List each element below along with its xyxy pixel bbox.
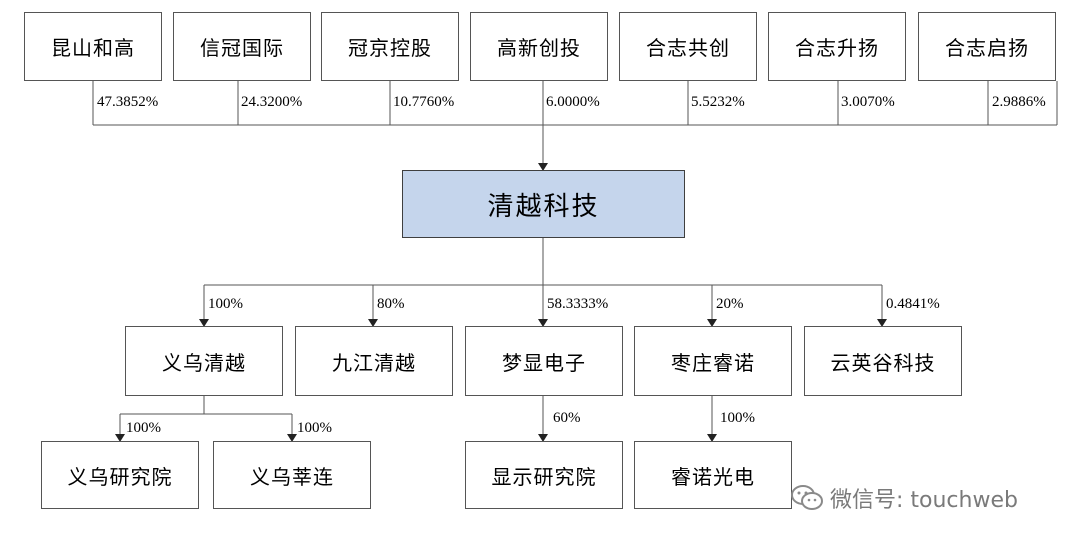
grandchild-percent: 100% bbox=[126, 420, 161, 436]
shareholder-box-hezhi-qiyang: 合志启扬 bbox=[918, 12, 1056, 81]
grandchild-box-ruinuo-optoelectronics: 睿诺光电 bbox=[634, 441, 792, 509]
grandchild-box-yiwu-shenlian: 义乌莘连 bbox=[213, 441, 371, 509]
shareholder-percent: 5.5232% bbox=[691, 94, 745, 110]
grandchild-percent: 60% bbox=[553, 410, 581, 426]
shareholder-percent: 3.0070% bbox=[841, 94, 895, 110]
watermark-text: 微信号: touchweb bbox=[830, 488, 1018, 513]
shareholder-box-hezhi-gongchuang: 合志共创 bbox=[619, 12, 757, 81]
subsidiary-percent: 100% bbox=[208, 296, 243, 312]
subsidiary-box-yiwu-qingyue: 义乌清越 bbox=[125, 326, 283, 396]
subsidiary-box-zaozhuang-ruinuo: 枣庄睿诺 bbox=[634, 326, 792, 396]
grandchild-percent: 100% bbox=[297, 420, 332, 436]
subsidiary-percent: 58.3333% bbox=[547, 296, 609, 312]
subsidiary-box-yunyinggu-tech: 云英谷科技 bbox=[804, 326, 962, 396]
shareholder-percent: 47.3852% bbox=[97, 94, 159, 110]
shareholder-percent: 2.9886% bbox=[992, 94, 1046, 110]
shareholder-box-guanjing-holdings: 冠京控股 bbox=[321, 12, 459, 81]
subsidiary-box-mengxian-dianzi: 梦显电子 bbox=[465, 326, 623, 396]
center-company-box: 清越科技 bbox=[402, 170, 685, 238]
grandchild-box-yiwu-research: 义乌研究院 bbox=[41, 441, 199, 509]
shareholder-percent: 10.7760% bbox=[393, 94, 455, 110]
shareholder-percent: 6.0000% bbox=[546, 94, 600, 110]
wechat-icon bbox=[791, 485, 823, 510]
grandchild-percent: 100% bbox=[720, 410, 755, 426]
shareholder-box-xinguan-intl: 信冠国际 bbox=[173, 12, 311, 81]
watermark: 微信号: touchweb bbox=[790, 482, 1018, 514]
shareholder-box-kunshan-hegao: 昆山和高 bbox=[24, 12, 162, 81]
shareholder-box-hezhi-shengyang: 合志升扬 bbox=[768, 12, 906, 81]
subsidiary-box-jiujiang-qingyue: 九江清越 bbox=[295, 326, 453, 396]
shareholder-percent: 24.3200% bbox=[241, 94, 303, 110]
subsidiary-percent: 0.4841% bbox=[886, 296, 940, 312]
grandchild-box-display-research: 显示研究院 bbox=[465, 441, 623, 509]
shareholder-box-gaoxin-chuangtou: 高新创投 bbox=[470, 12, 608, 81]
subsidiary-percent: 80% bbox=[377, 296, 405, 312]
subsidiary-percent: 20% bbox=[716, 296, 744, 312]
